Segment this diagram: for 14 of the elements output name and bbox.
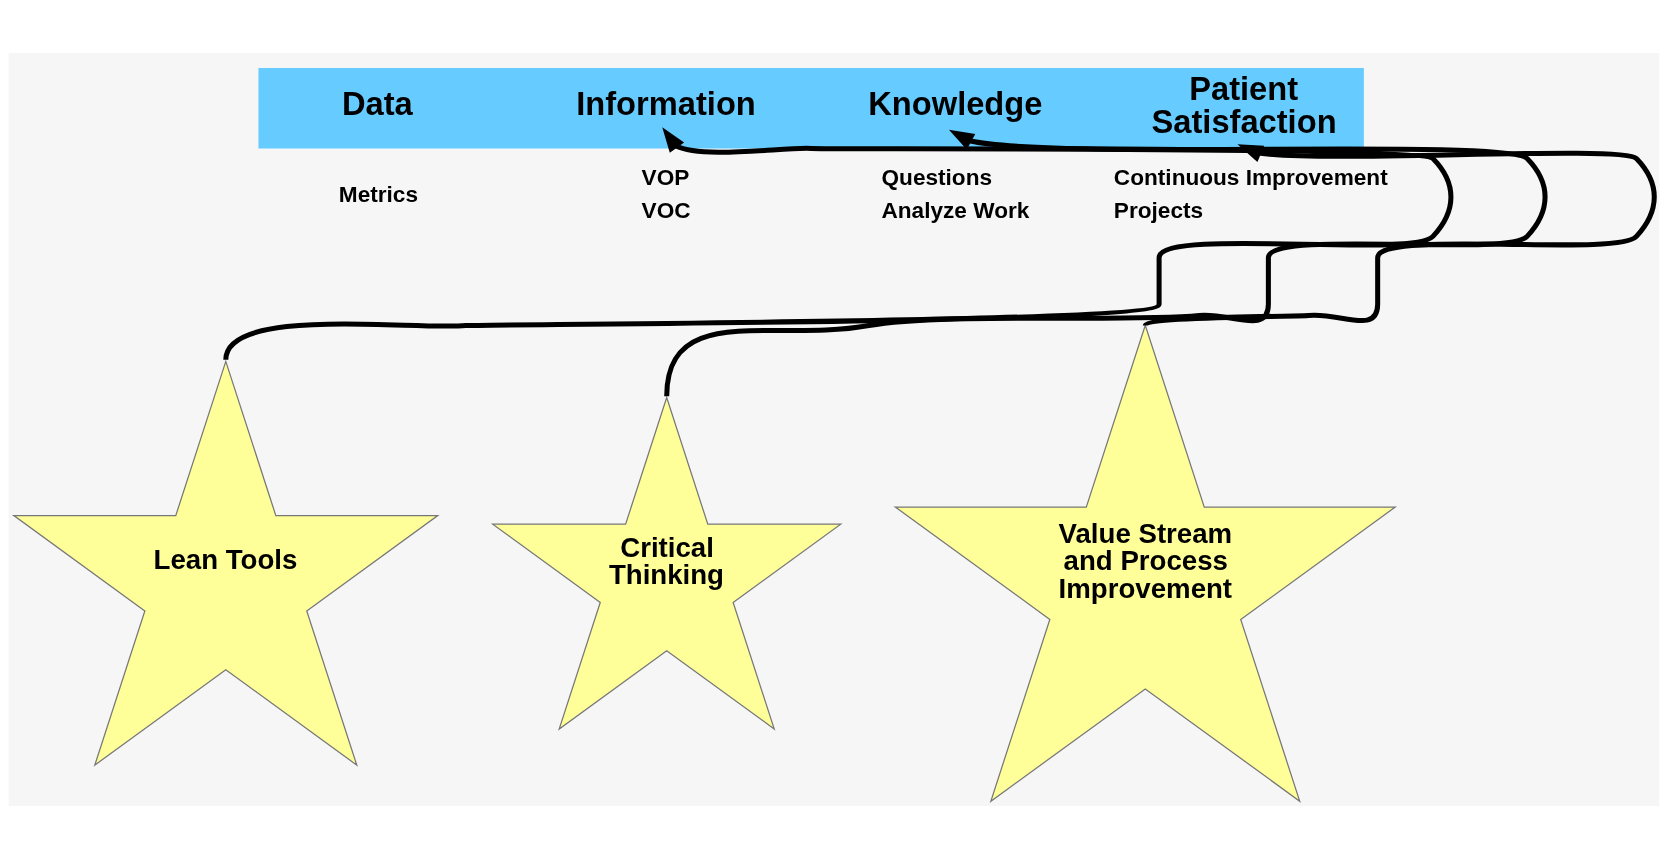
- node-label: Projects: [1113, 197, 1204, 223]
- arrow: [1144, 143, 1657, 328]
- node-text: Knowledge: [868, 84, 1043, 122]
- arrow: [223, 126, 1454, 361]
- node-label: Analyze Work: [881, 197, 1030, 223]
- node-label: Questions: [881, 164, 993, 190]
- node-text: Patient Satisfaction: [1151, 69, 1337, 140]
- arrow: [664, 129, 1547, 396]
- node-label: Metrics: [338, 181, 419, 207]
- node-text: Data: [341, 84, 413, 122]
- node-label: VOC: [641, 197, 691, 223]
- node-label: VOP: [641, 164, 690, 190]
- node-label: Continuous Improvement: [1113, 164, 1388, 190]
- node-text: Information: [576, 84, 756, 122]
